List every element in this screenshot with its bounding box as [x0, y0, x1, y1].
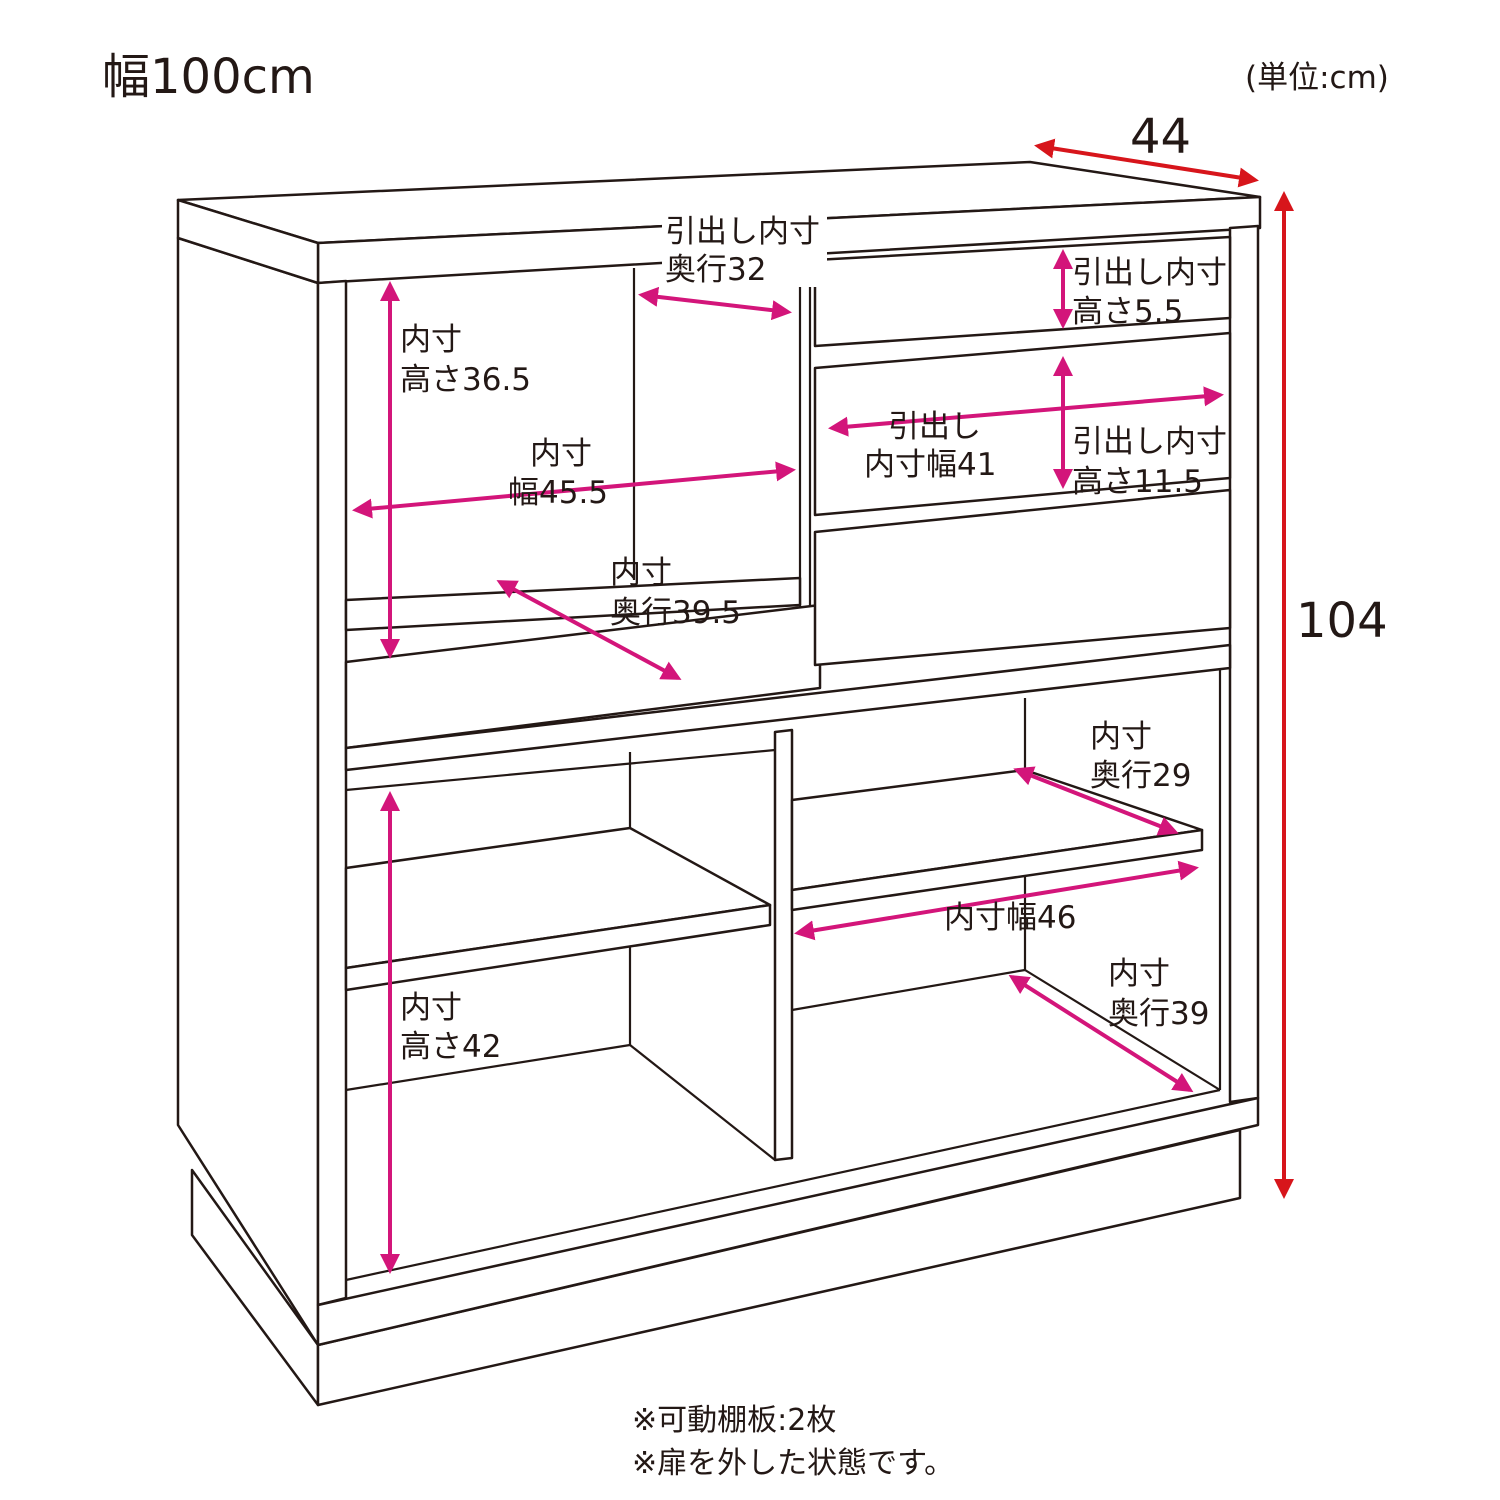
- note-shelves: ※可動棚板:2枚: [632, 1403, 836, 1438]
- label-upper-height-2: 高さ36.5: [400, 362, 531, 398]
- depth-value: 44: [1130, 109, 1191, 165]
- label-upper-depth-2: 奥行39.5: [610, 595, 741, 631]
- label-drawer-top-height-2: 高さ5.5: [1072, 294, 1183, 330]
- label-upper-height-1: 内寸: [400, 322, 462, 358]
- label-drawer-width-1: 引出し: [888, 409, 981, 445]
- label-drawer-mid-height-2: 高さ11.5: [1072, 464, 1203, 500]
- label-lower-shelf-depth-1: 内寸: [1090, 719, 1152, 755]
- note-doors-removed: ※扉を外した状態です。: [632, 1446, 954, 1481]
- label-upper-width-1: 内寸: [530, 436, 592, 472]
- height-value: 104: [1296, 593, 1388, 649]
- label-upper-width-2: 幅45.5: [508, 475, 608, 511]
- label-drawer-mid-height-1: 引出し内寸: [1072, 424, 1227, 460]
- width-title: 幅100cm: [102, 49, 315, 105]
- label-lower-width: 内寸幅46: [944, 900, 1076, 936]
- dimension-arrows: [352, 249, 1224, 1274]
- label-lower-height-1: 内寸: [400, 990, 462, 1026]
- label-lower-depth-1: 内寸: [1108, 956, 1170, 992]
- label-lower-depth-2: 奥行39: [1108, 996, 1209, 1032]
- label-drawer-depth-2: 奥行32: [665, 252, 766, 288]
- label-drawer-top-height-1: 引出し内寸: [1072, 255, 1227, 291]
- dimension-labels: 引出し内寸 奥行32 引出し内寸 高さ5.5 内寸 高さ36.5 引出し 内寸幅…: [400, 212, 1227, 1065]
- label-drawer-width-2: 内寸幅41: [864, 447, 996, 483]
- depth-arrow: [1034, 138, 1259, 188]
- label-upper-depth-1: 内寸: [610, 555, 672, 591]
- label-drawer-depth-1: 引出し内寸: [665, 214, 820, 250]
- cabinet-drawing: [176, 160, 1262, 1407]
- unit-note: (単位:cm): [1245, 60, 1389, 96]
- label-lower-height-2: 高さ42: [400, 1029, 501, 1065]
- label-lower-shelf-depth-2: 奥行29: [1090, 758, 1191, 794]
